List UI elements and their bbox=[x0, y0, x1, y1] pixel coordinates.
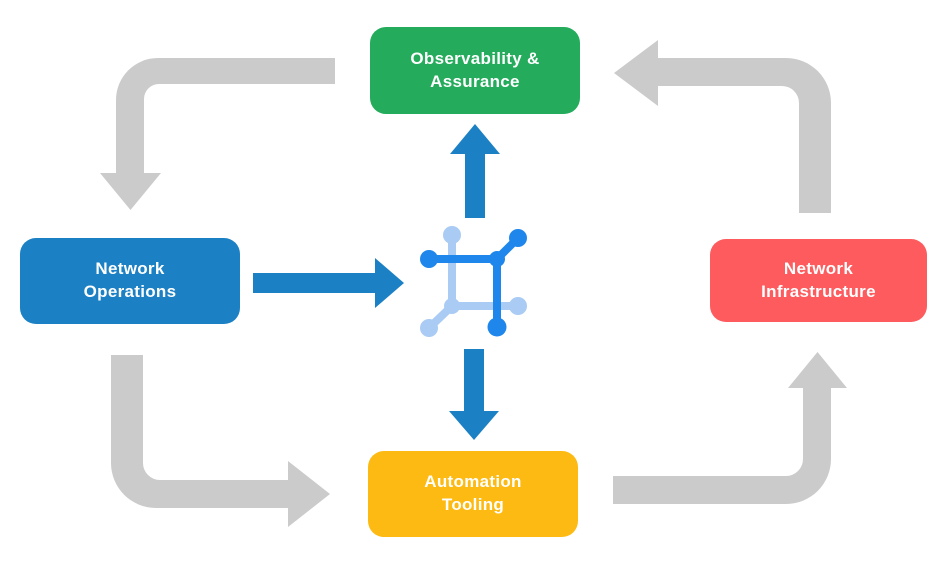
arrow-observability-to-operations bbox=[100, 58, 335, 210]
arrow-automation-to-infrastructure bbox=[613, 352, 847, 504]
node-network-infrastructure: Network Infrastructure bbox=[710, 239, 927, 322]
center-arrows bbox=[253, 124, 500, 440]
mesh-light-nodes bbox=[420, 226, 527, 337]
arrow-infrastructure-to-observability bbox=[614, 40, 831, 213]
mesh-dark-nodes bbox=[420, 229, 527, 337]
arrow-operations-to-center bbox=[253, 258, 404, 308]
node-label: Network Operations bbox=[83, 259, 177, 301]
node-observability-assurance: Observability & Assurance bbox=[370, 27, 580, 114]
arrow-center-to-automation bbox=[449, 349, 499, 440]
node-network-operations: Network Operations bbox=[20, 238, 240, 324]
network-mesh-icon bbox=[420, 226, 527, 337]
node-label: Observability & Assurance bbox=[410, 48, 540, 91]
arrow-operations-to-automation bbox=[111, 355, 330, 527]
node-label: Automation Tooling bbox=[424, 472, 522, 514]
cycle-arrows bbox=[100, 40, 847, 527]
arrow-center-to-observability bbox=[450, 124, 500, 218]
node-label: Network Infrastructure bbox=[761, 258, 876, 301]
node-automation-tooling: Automation Tooling bbox=[368, 451, 578, 537]
